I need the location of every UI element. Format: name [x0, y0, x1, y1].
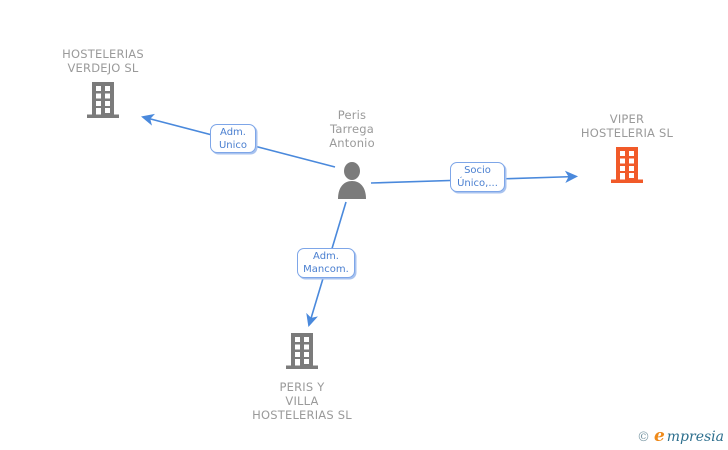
person-icon: [336, 162, 368, 199]
company-name: VIPER HOSTELERIA SL: [580, 112, 674, 140]
edge-label-adm-unico[interactable]: Adm. Unico: [210, 124, 256, 153]
person-name: Peris Tarrega Antonio: [329, 108, 375, 150]
edge-label-socio-unico[interactable]: Socio Único,...: [450, 162, 505, 192]
logo-text: mpresia: [666, 429, 724, 445]
building-icon: [285, 332, 319, 370]
company-name: HOSTELERIAS VERDEJO SL: [62, 47, 144, 75]
node-peris-villa-hostelerias[interactable]: PERIS Y VILLA HOSTELERIAS SL: [232, 332, 372, 422]
node-viper-hosteleria[interactable]: VIPER HOSTELERIA SL: [557, 112, 697, 188]
empresia-logo[interactable]: © e mpresia: [637, 426, 724, 446]
logo-letter-e: e: [653, 426, 665, 446]
building-icon: [86, 81, 120, 119]
building-icon: [610, 146, 644, 184]
company-name: PERIS Y VILLA HOSTELERIAS SL: [252, 380, 352, 422]
node-person-peris-tarrega[interactable]: Peris Tarrega Antonio: [292, 108, 412, 203]
copyright-icon: ©: [636, 430, 650, 445]
edge-label-adm-mancom[interactable]: Adm. Mancom.: [297, 248, 355, 278]
node-hostelerias-verdejo[interactable]: HOSTELERIAS VERDEJO SL: [33, 47, 173, 123]
